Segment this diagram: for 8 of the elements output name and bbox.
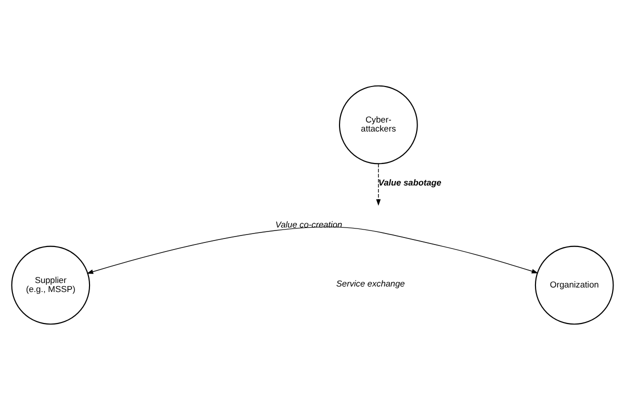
arrow — [376, 163, 381, 206]
edge-label: Value co-creation — [275, 219, 342, 230]
arrow — [86, 226, 538, 274]
label: Service exchange — [336, 278, 405, 289]
node-circle: Organization — [534, 246, 614, 325]
node-circle: Cyber- attackers — [338, 85, 418, 164]
node-circle: Supplier (e.g., MSSP) — [11, 246, 90, 325]
edge-label: Value sabotage — [378, 178, 442, 188]
